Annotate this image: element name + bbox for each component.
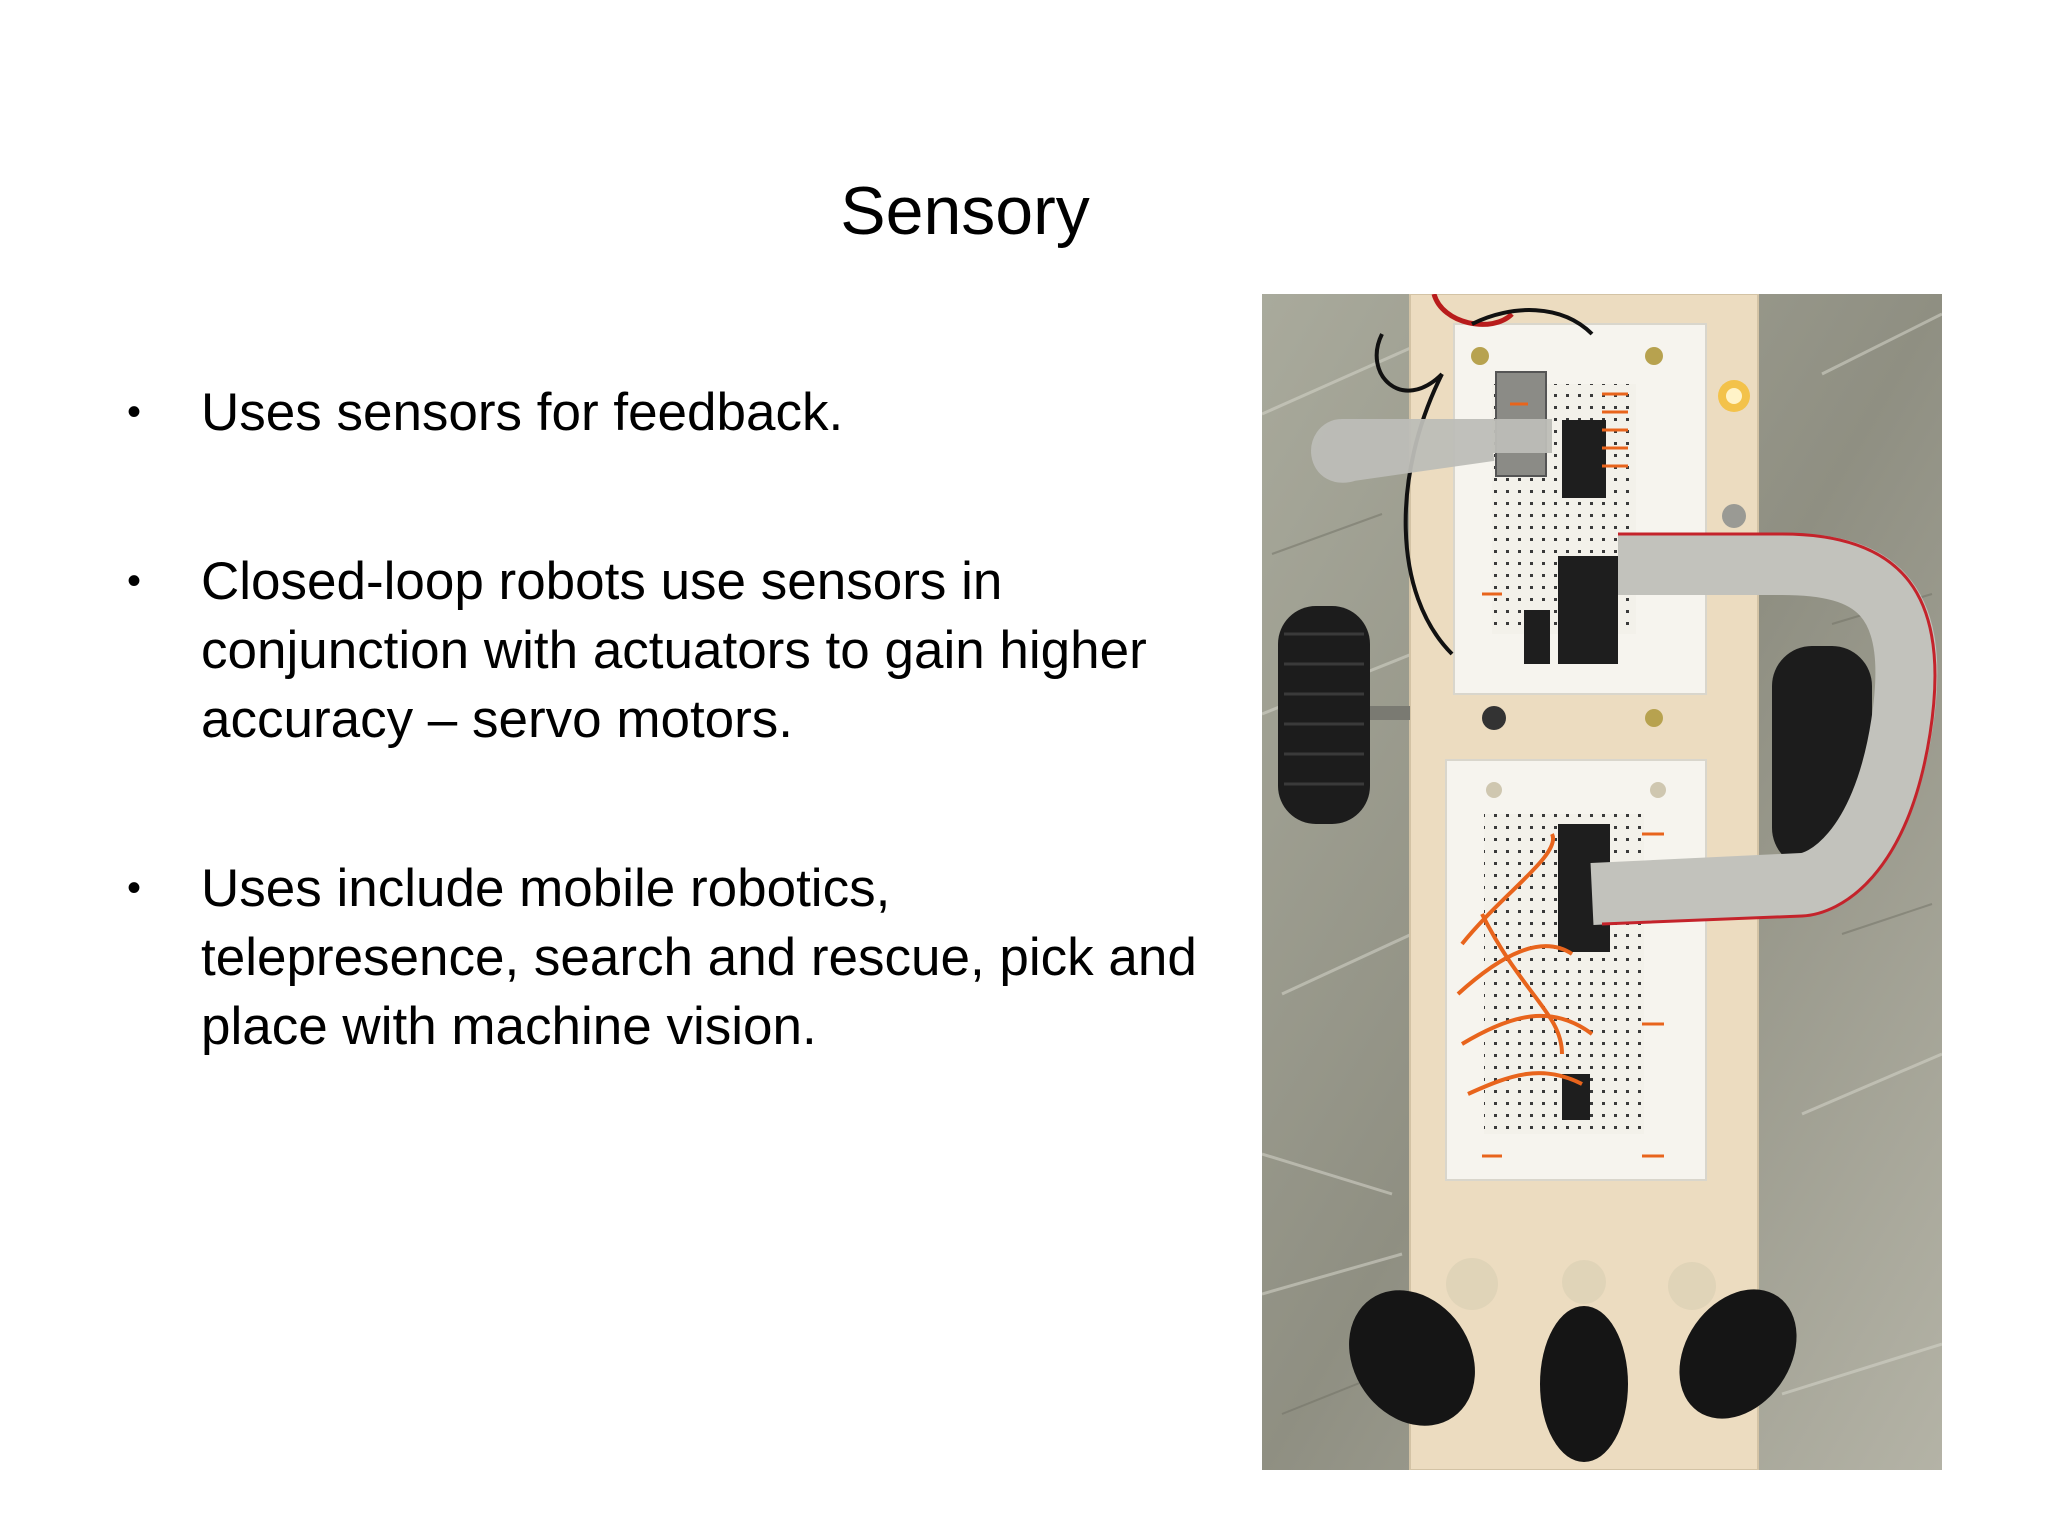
bullet-item: • Closed-loop robots use sensors in conj…: [120, 547, 1200, 754]
robot-photo: [1262, 294, 1942, 1470]
bullet-dot-icon: •: [127, 559, 142, 603]
slide-title: Sensory: [840, 173, 1090, 249]
bullet-list: • Uses sensors for feedback. • Closed-lo…: [120, 378, 1200, 1161]
bullet-dot-icon: •: [127, 866, 142, 910]
bullet-text: Uses include mobile robotics, telepresen…: [201, 859, 1197, 1056]
bullet-dot-icon: •: [127, 390, 142, 434]
bullet-text: Uses sensors for feedback.: [201, 383, 844, 442]
bullet-text: Closed-loop robots use sensors in conjun…: [201, 552, 1147, 749]
bullet-item: • Uses sensors for feedback.: [120, 378, 1200, 447]
bullet-item: • Uses include mobile robotics, telepres…: [120, 854, 1200, 1061]
